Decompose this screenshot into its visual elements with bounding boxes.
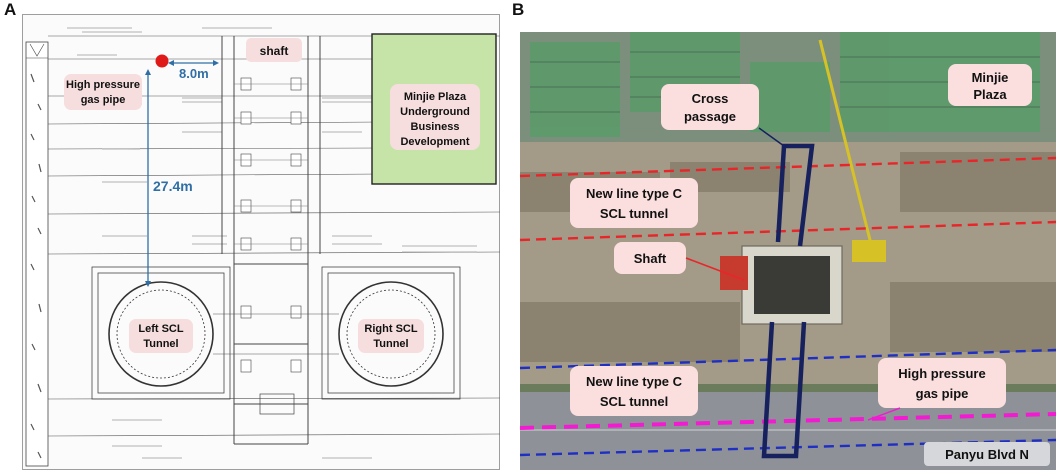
cross-passage-section — [213, 313, 339, 355]
road-label-box — [924, 442, 1050, 466]
minjie-label-1: Minjie — [972, 70, 1009, 85]
gas-pipe-marker — [155, 54, 169, 68]
plaza-label-1: Minjie Plaza — [404, 91, 467, 103]
shaft-sump — [259, 393, 295, 415]
plaza-callout — [390, 84, 480, 150]
pipe-label-2: gas pipe — [81, 94, 126, 106]
tunnel-alignment-lines — [520, 156, 1056, 457]
dimension-arrows — [145, 60, 219, 287]
lower-tunnel-callout — [570, 366, 698, 416]
gas-pointer — [867, 407, 901, 421]
panel-letter-a: A — [4, 0, 17, 19]
blue-line-top — [520, 348, 1056, 370]
road-label: Panyu Blvd N — [945, 447, 1029, 462]
cross-section-drawing: Minjie Plaza Underground Business Develo… — [22, 14, 501, 470]
road-verge — [520, 384, 1056, 392]
plaza-label-2: Underground — [400, 106, 470, 118]
upper-tunnel-label-2: SCL tunnel — [600, 206, 668, 221]
tunnel-rings — [108, 281, 444, 387]
minjie-label-2: Plaza — [973, 87, 1007, 102]
crane — [818, 39, 874, 249]
magenta-gas-pipe-line — [520, 412, 1056, 430]
cross-label-1: Cross — [692, 91, 729, 106]
crane-body — [852, 240, 886, 262]
boring-log-column — [25, 41, 49, 467]
shaft-pit — [754, 256, 830, 314]
red-line-top — [520, 156, 1056, 178]
left-tunnel-label-1: Left SCL — [138, 323, 184, 335]
left-tunnel-callout — [129, 319, 193, 353]
lower-tunnel-label-1: New line type C — [586, 374, 683, 389]
strut-lines — [234, 83, 308, 245]
pipe-label-1: High pressure — [66, 79, 140, 91]
cross-passage-callout — [661, 84, 759, 130]
site-photo: Minjie Plaza Cross passage New line type… — [520, 32, 1056, 470]
panel-letter-b: B — [512, 0, 525, 19]
left-tunnel-label-2: Tunnel — [143, 338, 178, 350]
gas-label-1: High pressure — [898, 366, 985, 381]
shaft-walls — [221, 36, 321, 445]
shaft-callout — [246, 38, 302, 62]
cross-pointer — [758, 127, 785, 147]
plaza-label-3: Business — [411, 121, 460, 133]
minjie-callout — [948, 64, 1032, 106]
shaft-photo-callout — [614, 242, 686, 274]
cross-section-svg: Minjie Plaza Underground Business Develo… — [22, 14, 501, 470]
right-tunnel-label-1: Right SCL — [364, 323, 417, 335]
plaza-label-4: Development — [400, 136, 469, 148]
site-texture — [520, 152, 1056, 362]
drawing-frame — [22, 14, 500, 470]
dimension-vertical: 27.4m — [153, 178, 193, 194]
upper-tunnel-label-1: New line type C — [586, 186, 683, 201]
tunnel-boxes — [91, 266, 461, 400]
pipe-callout — [64, 74, 142, 110]
passage-frame-upper — [775, 143, 815, 247]
lower-tunnel-label-2: SCL tunnel — [600, 394, 668, 409]
passage-frame-lower — [761, 321, 807, 459]
dimension-horizontal: 8.0m — [179, 66, 209, 81]
cross-label-2: passage — [684, 109, 736, 124]
red-line-bottom — [520, 220, 1056, 242]
site-photo-svg: Minjie Plaza Cross passage New line type… — [520, 32, 1056, 470]
right-tunnel-label-2: Tunnel — [373, 338, 408, 350]
upper-tunnel-callout — [570, 178, 698, 228]
right-tunnel-callout — [358, 319, 424, 353]
gas-pipe-photo-callout — [878, 358, 1006, 408]
shaft-label: shaft — [260, 44, 289, 58]
shaft-photo-label: Shaft — [634, 251, 667, 266]
strut-levels — [240, 77, 302, 373]
gas-label-2: gas pipe — [916, 386, 969, 401]
shaft-pointer — [685, 257, 745, 281]
blue-line-bottom — [520, 438, 1056, 457]
